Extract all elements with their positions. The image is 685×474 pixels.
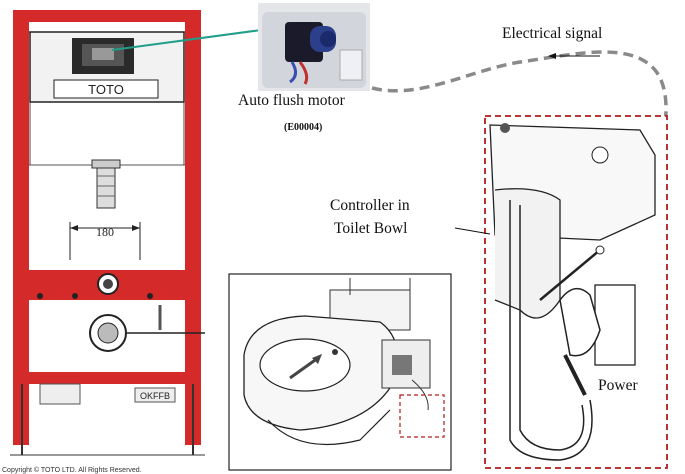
controller-label-line2: Toilet Bowl xyxy=(334,220,407,237)
power-label: Power xyxy=(598,377,638,394)
in-wall-frame: TOTO 180 OKFFB xyxy=(10,10,205,456)
toto-logo-text: TOTO xyxy=(88,82,124,97)
motor-connector-line xyxy=(111,27,277,51)
auto-flush-motor-photo xyxy=(258,3,370,91)
controller-pointer xyxy=(454,227,491,235)
copyright-text: Copyright © TOTO LTD. All Rights Reserve… xyxy=(2,466,142,474)
dimension-label: 180 xyxy=(96,225,114,239)
toilet-bowl-illustration xyxy=(228,273,452,471)
frame-code-label: OKFFB xyxy=(140,391,170,401)
controller-label-line1: Controller in xyxy=(330,197,410,214)
controller-closeup xyxy=(484,115,668,469)
signal-label: Electrical signal xyxy=(502,25,602,42)
motor-label: Auto flush motor xyxy=(238,92,346,109)
motor-code-label: (E00004) xyxy=(284,122,322,133)
